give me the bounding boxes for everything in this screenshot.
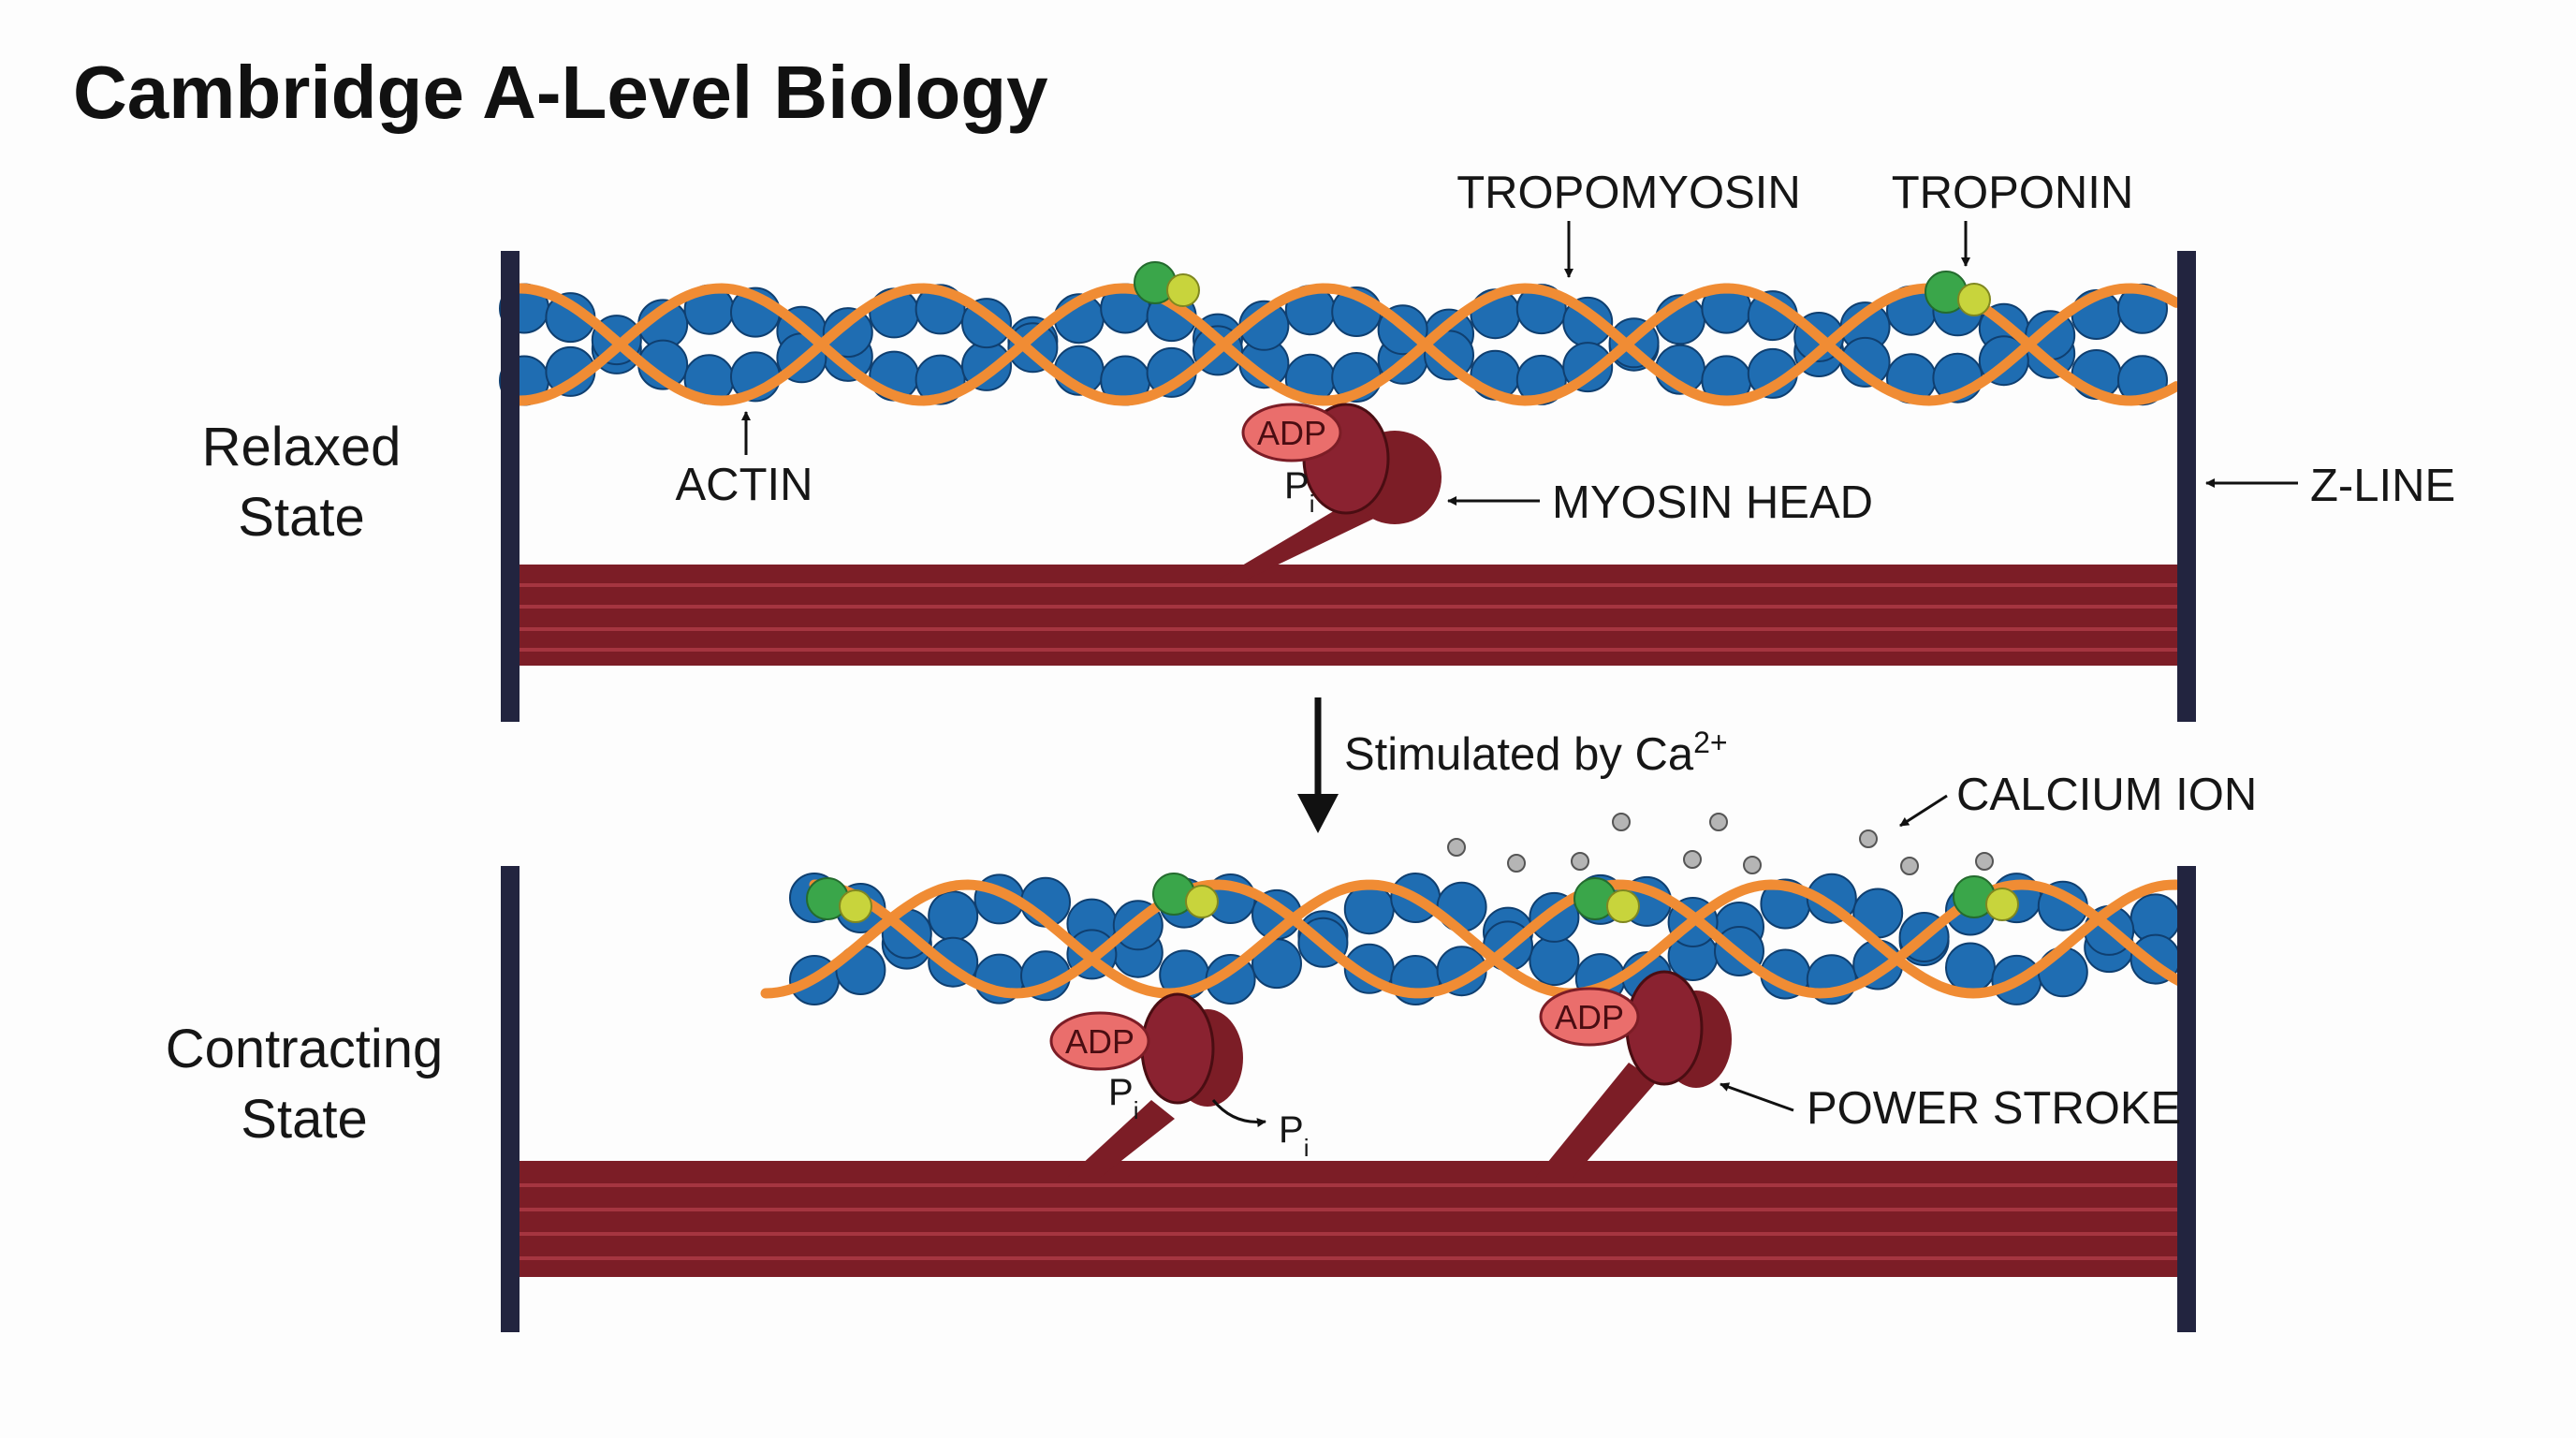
tropomyosin-label: TROPOMYOSIN (1456, 168, 1801, 218)
thick-filament-lines-relaxed (520, 583, 2181, 652)
contracting-sarcomere: ADP Pi Pi ADP (501, 866, 2196, 1332)
pi-release-arrow (1211, 1099, 1266, 1128)
actin-monomer (928, 890, 979, 942)
adp-label-contracting-2: ADP (1555, 998, 1624, 1036)
actin-monomer (1343, 884, 1395, 935)
troponin-subunit-yellow (1185, 885, 1219, 918)
actin-monomer (822, 307, 873, 359)
actin-monomer (2037, 946, 2088, 998)
calcium-ion (1900, 857, 1919, 875)
adp-badge-relaxed (1241, 403, 1342, 462)
troponin-subunit-yellow (1957, 283, 1991, 316)
actin-filament-relaxed (499, 283, 2168, 406)
troponin-subunit-yellow (1985, 888, 2019, 921)
page-title: Cambridge A-Level Biology (73, 51, 1048, 134)
pi-released-label: Pi (1279, 1109, 1309, 1162)
troponin-subunit-yellow (839, 889, 872, 923)
actin-label: ACTIN (676, 460, 813, 510)
adp-badge-contracting-1 (1049, 1011, 1150, 1071)
tropomyosin-strand-contracting-b (809, 879, 2185, 999)
power-stroke-arrow (1720, 1082, 1794, 1112)
calcium-ion (1743, 856, 1762, 874)
z-line-relaxed-left (501, 251, 520, 722)
calcium-ion (1975, 852, 1994, 871)
z-line-relaxed-right (2177, 251, 2196, 722)
adp-label-relaxed: ADP (1257, 414, 1326, 452)
contracting-state-label-line1: Contracting (166, 1019, 444, 1079)
relaxed-state-label-line1: Relaxed (202, 417, 402, 477)
tropomyosin-strand-relaxed-b (514, 283, 2182, 406)
tropomyosin-strand-relaxed-a (514, 283, 2182, 406)
calcium-ions (1447, 813, 1994, 875)
adp-label-contracting-1: ADP (1065, 1022, 1134, 1061)
adp-badge-contracting-2 (1539, 987, 1640, 1047)
calcium-ion (1507, 854, 1526, 873)
relaxed-state-label-line2: State (238, 487, 364, 548)
myosin-neck-contracting-2 (1535, 1063, 1657, 1178)
actin-monomer (1945, 942, 1996, 993)
troponin-complexes-relaxed (1134, 261, 1991, 316)
relaxed-sarcomere: ADP Pi (499, 251, 2196, 722)
calcium-ion (1683, 850, 1702, 869)
pi-label-contracting-1: Pi (1108, 1072, 1138, 1124)
stimulus-arrow-head (1297, 794, 1339, 833)
pi-label-relaxed: Pi (1284, 465, 1314, 518)
calcium-ion (1612, 813, 1631, 831)
troponin-subunit-yellow (1606, 889, 1640, 923)
contracting-state-label-line2: State (241, 1089, 367, 1150)
tropomyosin-strand-contracting-a (760, 879, 2187, 999)
troponin-complexes-contracting (806, 873, 2019, 923)
calcium-ion (1447, 838, 1466, 857)
z-line-contracting-left (501, 866, 520, 1332)
power-stroke-label: POWER STROKE (1807, 1083, 2181, 1134)
troponin-label: TROPONIN (1892, 168, 2134, 218)
myosin-head-label: MYOSIN HEAD (1552, 477, 1873, 528)
calcium-ion (1709, 813, 1728, 831)
actin-monomer (1424, 330, 1474, 381)
z-line-contracting-right (2177, 866, 2196, 1332)
myosin-neck-contracting-1 (1067, 1100, 1175, 1178)
troponin-subunit-yellow (1166, 273, 1200, 307)
calcium-ion-arrow (1899, 794, 1948, 828)
thick-filament-lines-contracting (520, 1183, 2181, 1260)
stimulus-label: Stimulated by Ca2+ (1344, 726, 1728, 780)
myosin-head-contracting-2 (1625, 970, 1704, 1086)
z-line-label: Z-LINE (2310, 461, 2455, 511)
myosin-head-contracting-1 (1140, 992, 1215, 1105)
actin-monomer (1529, 935, 1580, 987)
calcium-ion-label: CALCIUM ION (1956, 770, 2257, 820)
calcium-ion (1571, 852, 1589, 871)
calcium-ion (1859, 829, 1878, 848)
